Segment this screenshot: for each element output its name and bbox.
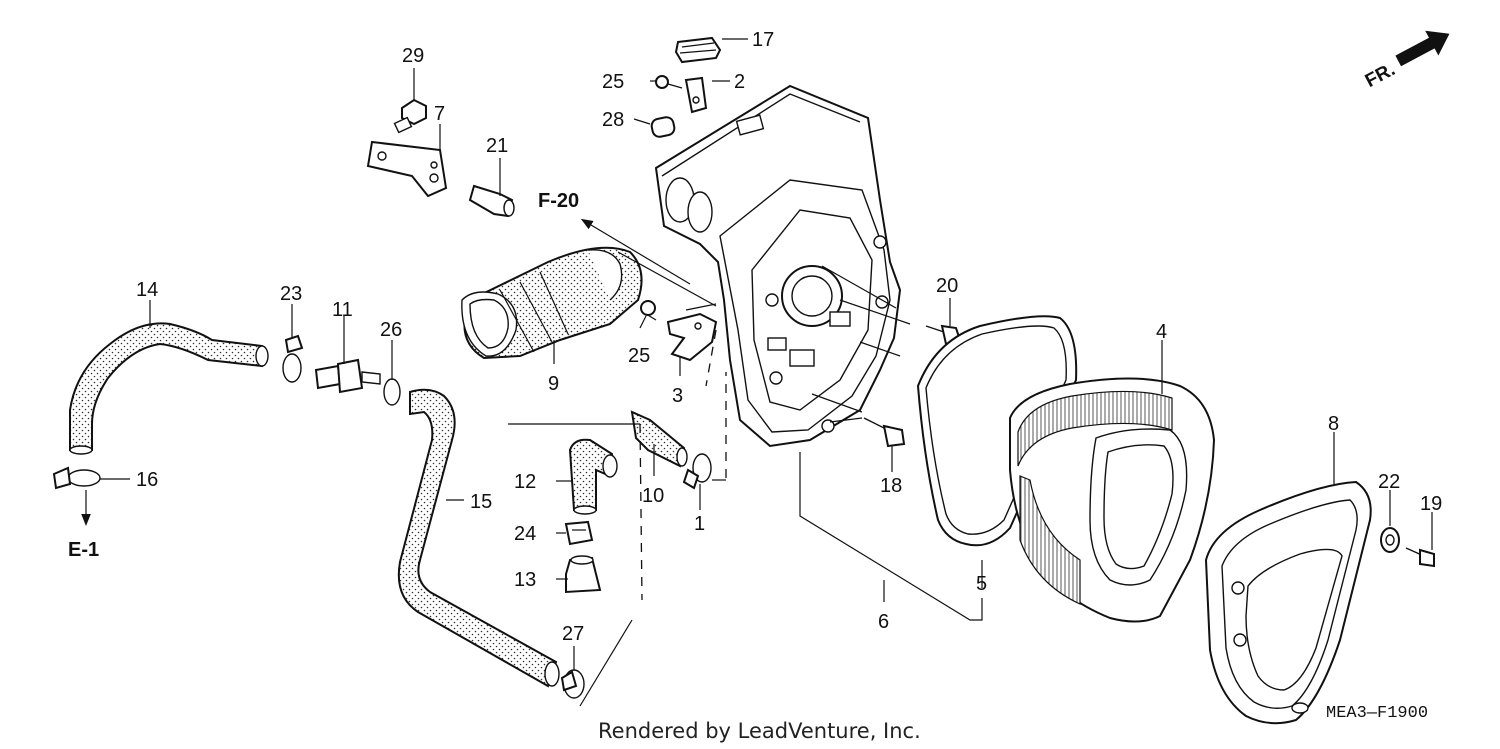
callout-3: 3: [672, 385, 683, 407]
part-25-screw-top: [655, 75, 683, 89]
callout-5: 5: [976, 573, 987, 595]
part-16-clamp: [52, 466, 101, 490]
part-9-intake-duct: [461, 246, 643, 360]
callout-26: 26: [380, 319, 402, 341]
part-15-hose: [397, 388, 560, 688]
part-11-valve: [314, 358, 381, 394]
part-8-cover: [1204, 480, 1372, 725]
air-cleaner-housing: [654, 84, 902, 448]
callout-25-top: 25: [602, 71, 624, 93]
callout-18: 18: [880, 475, 902, 497]
callout-19: 19: [1420, 493, 1442, 515]
part-5-gasket: [916, 315, 1078, 547]
callout-2: 2: [734, 71, 745, 93]
part-2-clip: [684, 76, 708, 114]
callout-15: 15: [470, 491, 492, 513]
callout-1: 1: [694, 513, 705, 535]
callout-25-lower: 25: [628, 345, 650, 367]
part-13-cap: [565, 555, 602, 594]
part-10-drain-tube: [630, 410, 688, 468]
part-24-clip: [564, 520, 594, 546]
part-3-stay: [666, 312, 718, 362]
part-4-filter-element: [1009, 377, 1216, 623]
callout-9: 9: [548, 373, 559, 395]
callout-21: 21: [486, 135, 508, 157]
part-14-hose: [69, 322, 269, 455]
part-26-clamp: [383, 378, 401, 406]
callout-11: 11: [332, 299, 353, 321]
part-17-rubber-pad: [674, 36, 722, 64]
diagram-code: MEA3—F1900: [1326, 704, 1428, 723]
callout-16: 16: [136, 469, 158, 491]
callout-22: 22: [1378, 471, 1400, 493]
callout-23: 23: [280, 283, 302, 305]
callout-17: 17: [752, 29, 774, 51]
callout-14: 14: [136, 279, 158, 301]
callout-10: 10: [642, 485, 664, 507]
callout-4: 4: [1156, 321, 1167, 343]
part-18-bolt: [863, 417, 906, 448]
part-22-washer: [1380, 527, 1400, 553]
front-arrow-icon: [1395, 30, 1450, 67]
callout-20: 20: [936, 275, 958, 297]
callout-24: 24: [514, 523, 536, 545]
render-credit: Rendered by LeadVenture, Inc.: [598, 719, 921, 743]
callout-7: 7: [434, 103, 445, 125]
callout-6: 6: [878, 611, 889, 633]
part-7-bracket: [366, 140, 448, 198]
part-1-clamp: [682, 453, 712, 490]
leader-lines: [81, 38, 1433, 707]
callout-27: 27: [562, 623, 584, 645]
front-label: FR.: [1362, 59, 1399, 92]
part-19-screw: [1405, 547, 1435, 568]
front-direction-indicator: FR.: [1362, 30, 1450, 92]
ref-f20: F-20: [538, 190, 579, 212]
part-27-clamp: [560, 669, 585, 699]
part-25-screw-lower: [640, 300, 657, 321]
callout-28: 28: [602, 109, 624, 131]
part-28-grommet: [650, 116, 676, 138]
callout-29: 29: [402, 45, 424, 67]
ref-e1: E-1: [68, 539, 99, 561]
part-29-bolt: [393, 98, 427, 134]
callout-12: 12: [514, 471, 536, 493]
part-23-clamp: [282, 334, 304, 383]
part-12-elbow: [568, 438, 618, 515]
callout-13: 13: [514, 569, 536, 591]
callout-8: 8: [1328, 413, 1339, 435]
part-21-grommet: [468, 184, 515, 218]
